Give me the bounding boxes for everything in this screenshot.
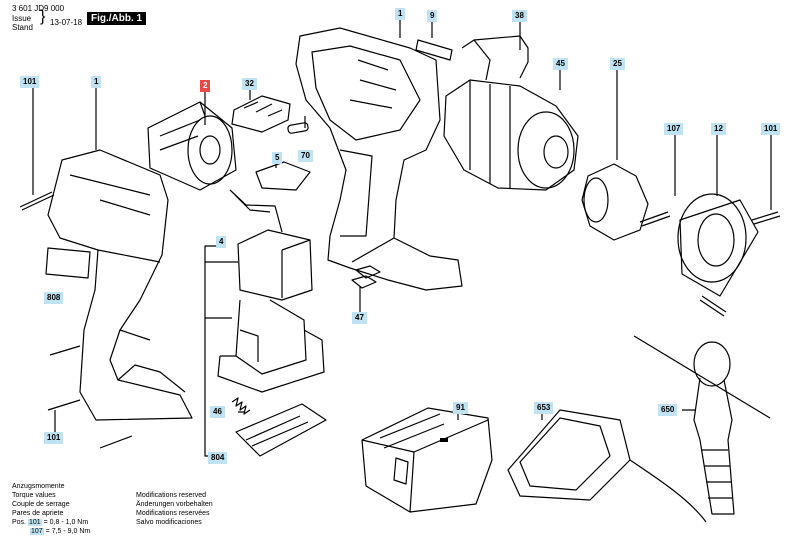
callout-32: 32 (242, 78, 257, 90)
torque-row: Pos. 101 = 0,8 - 1,0 Nm (12, 518, 90, 527)
callout-1: 1 (395, 8, 406, 20)
brace: } (40, 8, 46, 25)
callout-9: 9 (427, 10, 438, 22)
torque-heading-es: Pares de apriete (12, 510, 64, 517)
callout-653: 653 (534, 402, 554, 414)
callout-101: 101 (44, 432, 64, 444)
torque-heading-en: Torque values (12, 492, 56, 499)
figure-label: Fig./Abb. 1 (87, 12, 147, 25)
callout-47: 47 (352, 312, 367, 324)
torque-notes: Anzugsmomente Torque values Couple de se… (12, 482, 90, 536)
callout-101: 101 (761, 123, 781, 135)
callout-804: 804 (208, 452, 228, 464)
part-number: 3 601 JD9 000 (12, 4, 65, 13)
pos-label: Pos. (12, 519, 27, 526)
callout-25: 25 (610, 58, 625, 70)
issue-date: 13-07-18 (50, 18, 83, 27)
issue-label: Issue (12, 14, 32, 23)
callout-12: 12 (711, 123, 726, 135)
modifications-en: Modifications reserved (136, 492, 207, 499)
torque-value: 7,5 - 9,0 Nm (51, 528, 91, 535)
modifications-notes: Modifications reserved Änderungen vorbeh… (136, 491, 213, 527)
callout-2: 2 (200, 80, 211, 92)
stand-label: Stand (12, 23, 33, 32)
callout-38: 38 (512, 10, 527, 22)
callout-5: 5 (272, 152, 283, 164)
callout-107: 107 (664, 123, 684, 135)
callout-45: 45 (553, 58, 568, 70)
torque-heading-fr: Couple de serrage (12, 501, 70, 508)
modifications-de: Änderungen vorbehalten (136, 501, 213, 508)
torque-sep: = (43, 519, 48, 526)
torque-sep: = (45, 528, 50, 535)
callout-650: 650 (658, 404, 678, 416)
callout-91: 91 (453, 402, 468, 414)
callout-1: 1 (91, 76, 102, 88)
torque-pos: 107 (30, 528, 44, 535)
torque-heading-de: Anzugsmomente (12, 483, 65, 490)
modifications-es: Salvo modificaciones (136, 519, 202, 526)
callout-46: 46 (210, 406, 225, 418)
callout-101: 101 (20, 76, 40, 88)
torque-row: 107 = 7,5 - 9,0 Nm (12, 527, 90, 536)
torque-pos: 101 (27, 519, 42, 526)
callout-4: 4 (216, 236, 227, 248)
callout-70: 70 (298, 150, 313, 162)
torque-value: 0,8 - 1,0 Nm (49, 519, 89, 526)
modifications-fr: Modifications reservées (136, 510, 210, 517)
callout-808: 808 (44, 292, 64, 304)
